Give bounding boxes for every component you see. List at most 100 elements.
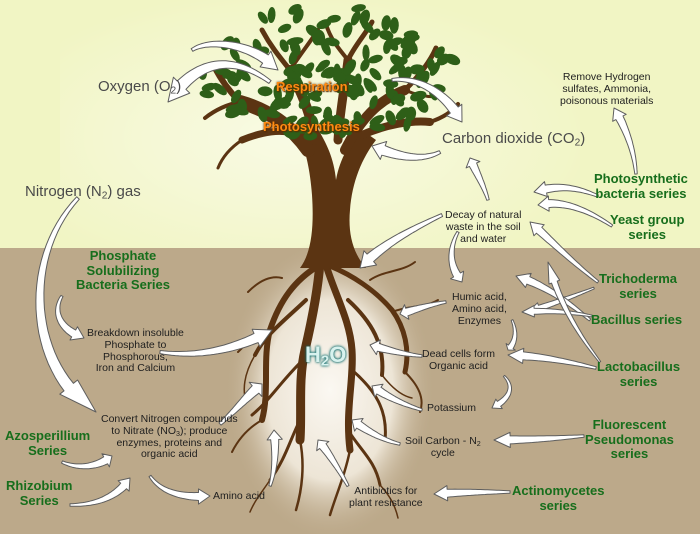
leaf <box>199 90 215 99</box>
arrow-dead-cells-in <box>369 339 423 358</box>
arrow-decay-to-humic <box>448 230 465 283</box>
leaf <box>436 53 450 66</box>
leaf <box>385 110 396 126</box>
lactobacillus-label: Lactobacillus series <box>597 359 681 389</box>
leaf <box>310 115 319 130</box>
leaf <box>333 72 347 83</box>
leaf <box>273 85 282 102</box>
leaf <box>298 66 313 79</box>
arrow-breakdown-to-roots <box>159 328 273 357</box>
nitrogen-convert-label: Convert Nitrogen compounds to Nitrate (N… <box>101 413 238 461</box>
antibiotics-label: Antibiotics for plant resistance <box>349 485 423 509</box>
leaf <box>369 114 385 126</box>
leaf <box>388 62 403 75</box>
leaf <box>403 115 412 132</box>
phosphate-solubilizing-label: Phosphate Solubilizing Bacteria Series <box>76 248 170 293</box>
arrow-bacillus-to-humic <box>521 305 593 318</box>
leaf <box>416 99 429 113</box>
nitrogen-gas-label: Nitrogen (N2) gas <box>25 183 141 202</box>
arrow-potassium-in <box>371 383 423 412</box>
amino-acid-label: Amino acid <box>213 490 265 502</box>
leaf <box>298 95 311 109</box>
arrow-nitrate-to-amino <box>148 474 211 505</box>
leaf <box>263 109 281 119</box>
leaf <box>342 22 353 38</box>
leaf <box>351 4 366 13</box>
arrow-lactobacillus-up <box>547 261 602 363</box>
leaf <box>232 106 249 116</box>
leaf <box>381 15 391 31</box>
leaf <box>343 59 357 75</box>
arrow-soil-carbon-in <box>351 418 401 446</box>
leaf <box>230 89 242 104</box>
leaf <box>350 10 361 26</box>
leaf <box>378 30 394 41</box>
leaf <box>350 117 365 126</box>
potassium-label: Potassium <box>427 402 477 414</box>
arrow-tree-to-co2 <box>391 77 463 123</box>
dead-cells-label: Dead cells form Organic acid <box>422 348 495 372</box>
leaf <box>427 58 436 72</box>
soil-carbon-label: Soil Carbon - N2 cycle <box>405 435 481 459</box>
leaf <box>392 93 406 104</box>
leaf <box>429 61 441 76</box>
leaf <box>362 44 370 61</box>
leaf <box>292 8 304 24</box>
arrow-rhizobium <box>69 477 131 507</box>
leaf <box>201 82 217 92</box>
leaf <box>277 23 292 33</box>
arrow-co2-to-tree <box>371 141 442 161</box>
leaf <box>282 115 298 125</box>
leaf <box>369 68 382 81</box>
arrow-photosynthetic-to-decay <box>533 181 599 198</box>
leaf <box>316 19 332 30</box>
remove-hydrogen-label: Remove Hydrogen sulfates, Ammonia, poiso… <box>560 71 654 107</box>
arrow-lactobacillus <box>507 347 597 370</box>
arrow-phosphate-to-breakdown <box>55 294 85 341</box>
leaf <box>236 68 251 82</box>
leaf <box>360 58 370 72</box>
humic-acid-label: Humic acid, Amino acid, Enzymes <box>452 291 507 327</box>
leaf <box>369 123 386 132</box>
leaf <box>395 107 410 121</box>
leaf <box>368 54 383 64</box>
arrow-dead-to-potassium <box>491 374 512 410</box>
leaf <box>288 128 301 140</box>
arrow-azosperillium <box>61 453 113 470</box>
arrow-amino-to-roots <box>266 429 283 487</box>
leaf <box>315 62 328 73</box>
arrow-antibiotics-up <box>316 439 350 488</box>
arrow-nitrate-to-roots <box>218 381 263 426</box>
bacillus-label: Bacillus series <box>591 312 683 327</box>
leaf <box>267 7 276 23</box>
leaf <box>389 17 399 34</box>
arrow-fluorescent <box>493 431 585 448</box>
leaf <box>363 77 373 93</box>
arrow-actinomycetes <box>433 485 511 502</box>
leaf <box>229 48 240 62</box>
leaf <box>257 11 268 24</box>
water-label: H2O <box>305 342 347 370</box>
leaf <box>257 86 273 97</box>
arrow-yeast <box>537 195 614 228</box>
arrow-trichoderma-to-decay <box>529 221 600 284</box>
leaf <box>400 38 416 49</box>
leaf <box>303 131 318 141</box>
leaf <box>212 82 227 96</box>
leaf <box>329 121 341 135</box>
actinomycetes-label: Actinomycetes series <box>512 483 605 513</box>
tree-trunk <box>300 126 376 268</box>
leaf <box>410 90 427 102</box>
leaf <box>409 64 425 75</box>
leaf <box>348 84 359 101</box>
leaf <box>227 74 239 87</box>
oxygen-label: Oxygen (O2) <box>98 78 182 97</box>
leaf <box>359 9 370 25</box>
carbon-dioxide-label: Carbon dioxide (CO2) <box>442 130 586 149</box>
flow-arrows <box>35 40 638 507</box>
leaf <box>279 39 289 53</box>
phosphate-breakdown-label: Breakdown insoluble Phosphate to Phospho… <box>87 327 184 375</box>
arrow-decay-to-co2 <box>465 157 490 201</box>
